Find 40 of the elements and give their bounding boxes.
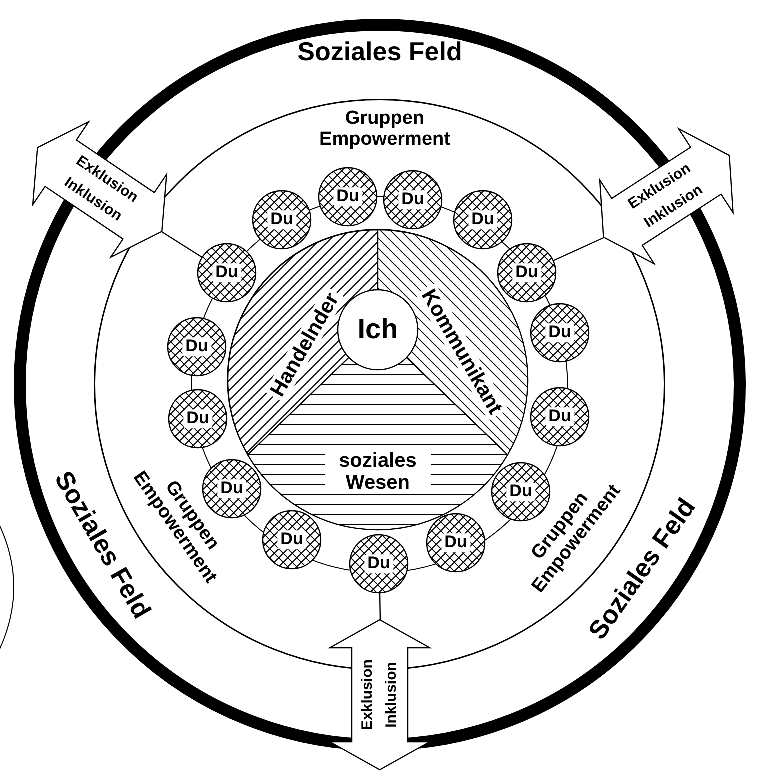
person-circle <box>262 510 322 570</box>
connector-line <box>378 593 381 620</box>
circle-label: Du <box>212 264 242 282</box>
circle-label: Du <box>442 534 470 552</box>
circle-label: Du <box>364 554 394 574</box>
circle-label: Du <box>268 210 296 230</box>
circle-label: Du <box>278 530 306 550</box>
center-circle <box>337 289 419 371</box>
double-block-arrow <box>329 619 431 771</box>
arrow-label: Inklusion <box>384 662 400 728</box>
connector-line <box>553 237 604 262</box>
circle-label: Du <box>546 324 574 342</box>
ring-label: Soziales Feld <box>298 38 462 66</box>
double-block-arrow <box>599 128 735 266</box>
circle-label: Du <box>398 190 428 210</box>
person-circle <box>383 170 443 230</box>
circle-label: Du <box>334 188 362 206</box>
person-circle <box>318 167 378 227</box>
circle-label: Du <box>512 264 542 282</box>
person-circle <box>168 389 228 449</box>
circle-label: Du <box>182 338 212 356</box>
circle-label: Du <box>546 408 574 426</box>
circle-label: Du <box>218 480 246 498</box>
person-circle <box>349 534 409 594</box>
arrow-label: Exklusion <box>360 660 376 730</box>
circle-label: Du <box>468 210 498 230</box>
outer-ring <box>14 19 746 751</box>
circle-label: Ich <box>354 314 402 346</box>
double-block-arrow <box>32 121 168 259</box>
person-circle <box>252 190 312 250</box>
person-circle <box>197 243 257 303</box>
person-circle <box>426 513 486 573</box>
connector-line <box>162 231 203 258</box>
person-circle <box>167 317 227 377</box>
circle-label: Du <box>184 410 212 428</box>
circle-label: Du <box>506 482 536 502</box>
ring-label: Gruppen Empowerment <box>318 109 452 151</box>
person-circle <box>530 303 590 363</box>
person-circle <box>453 190 513 250</box>
person-circle <box>530 387 590 447</box>
